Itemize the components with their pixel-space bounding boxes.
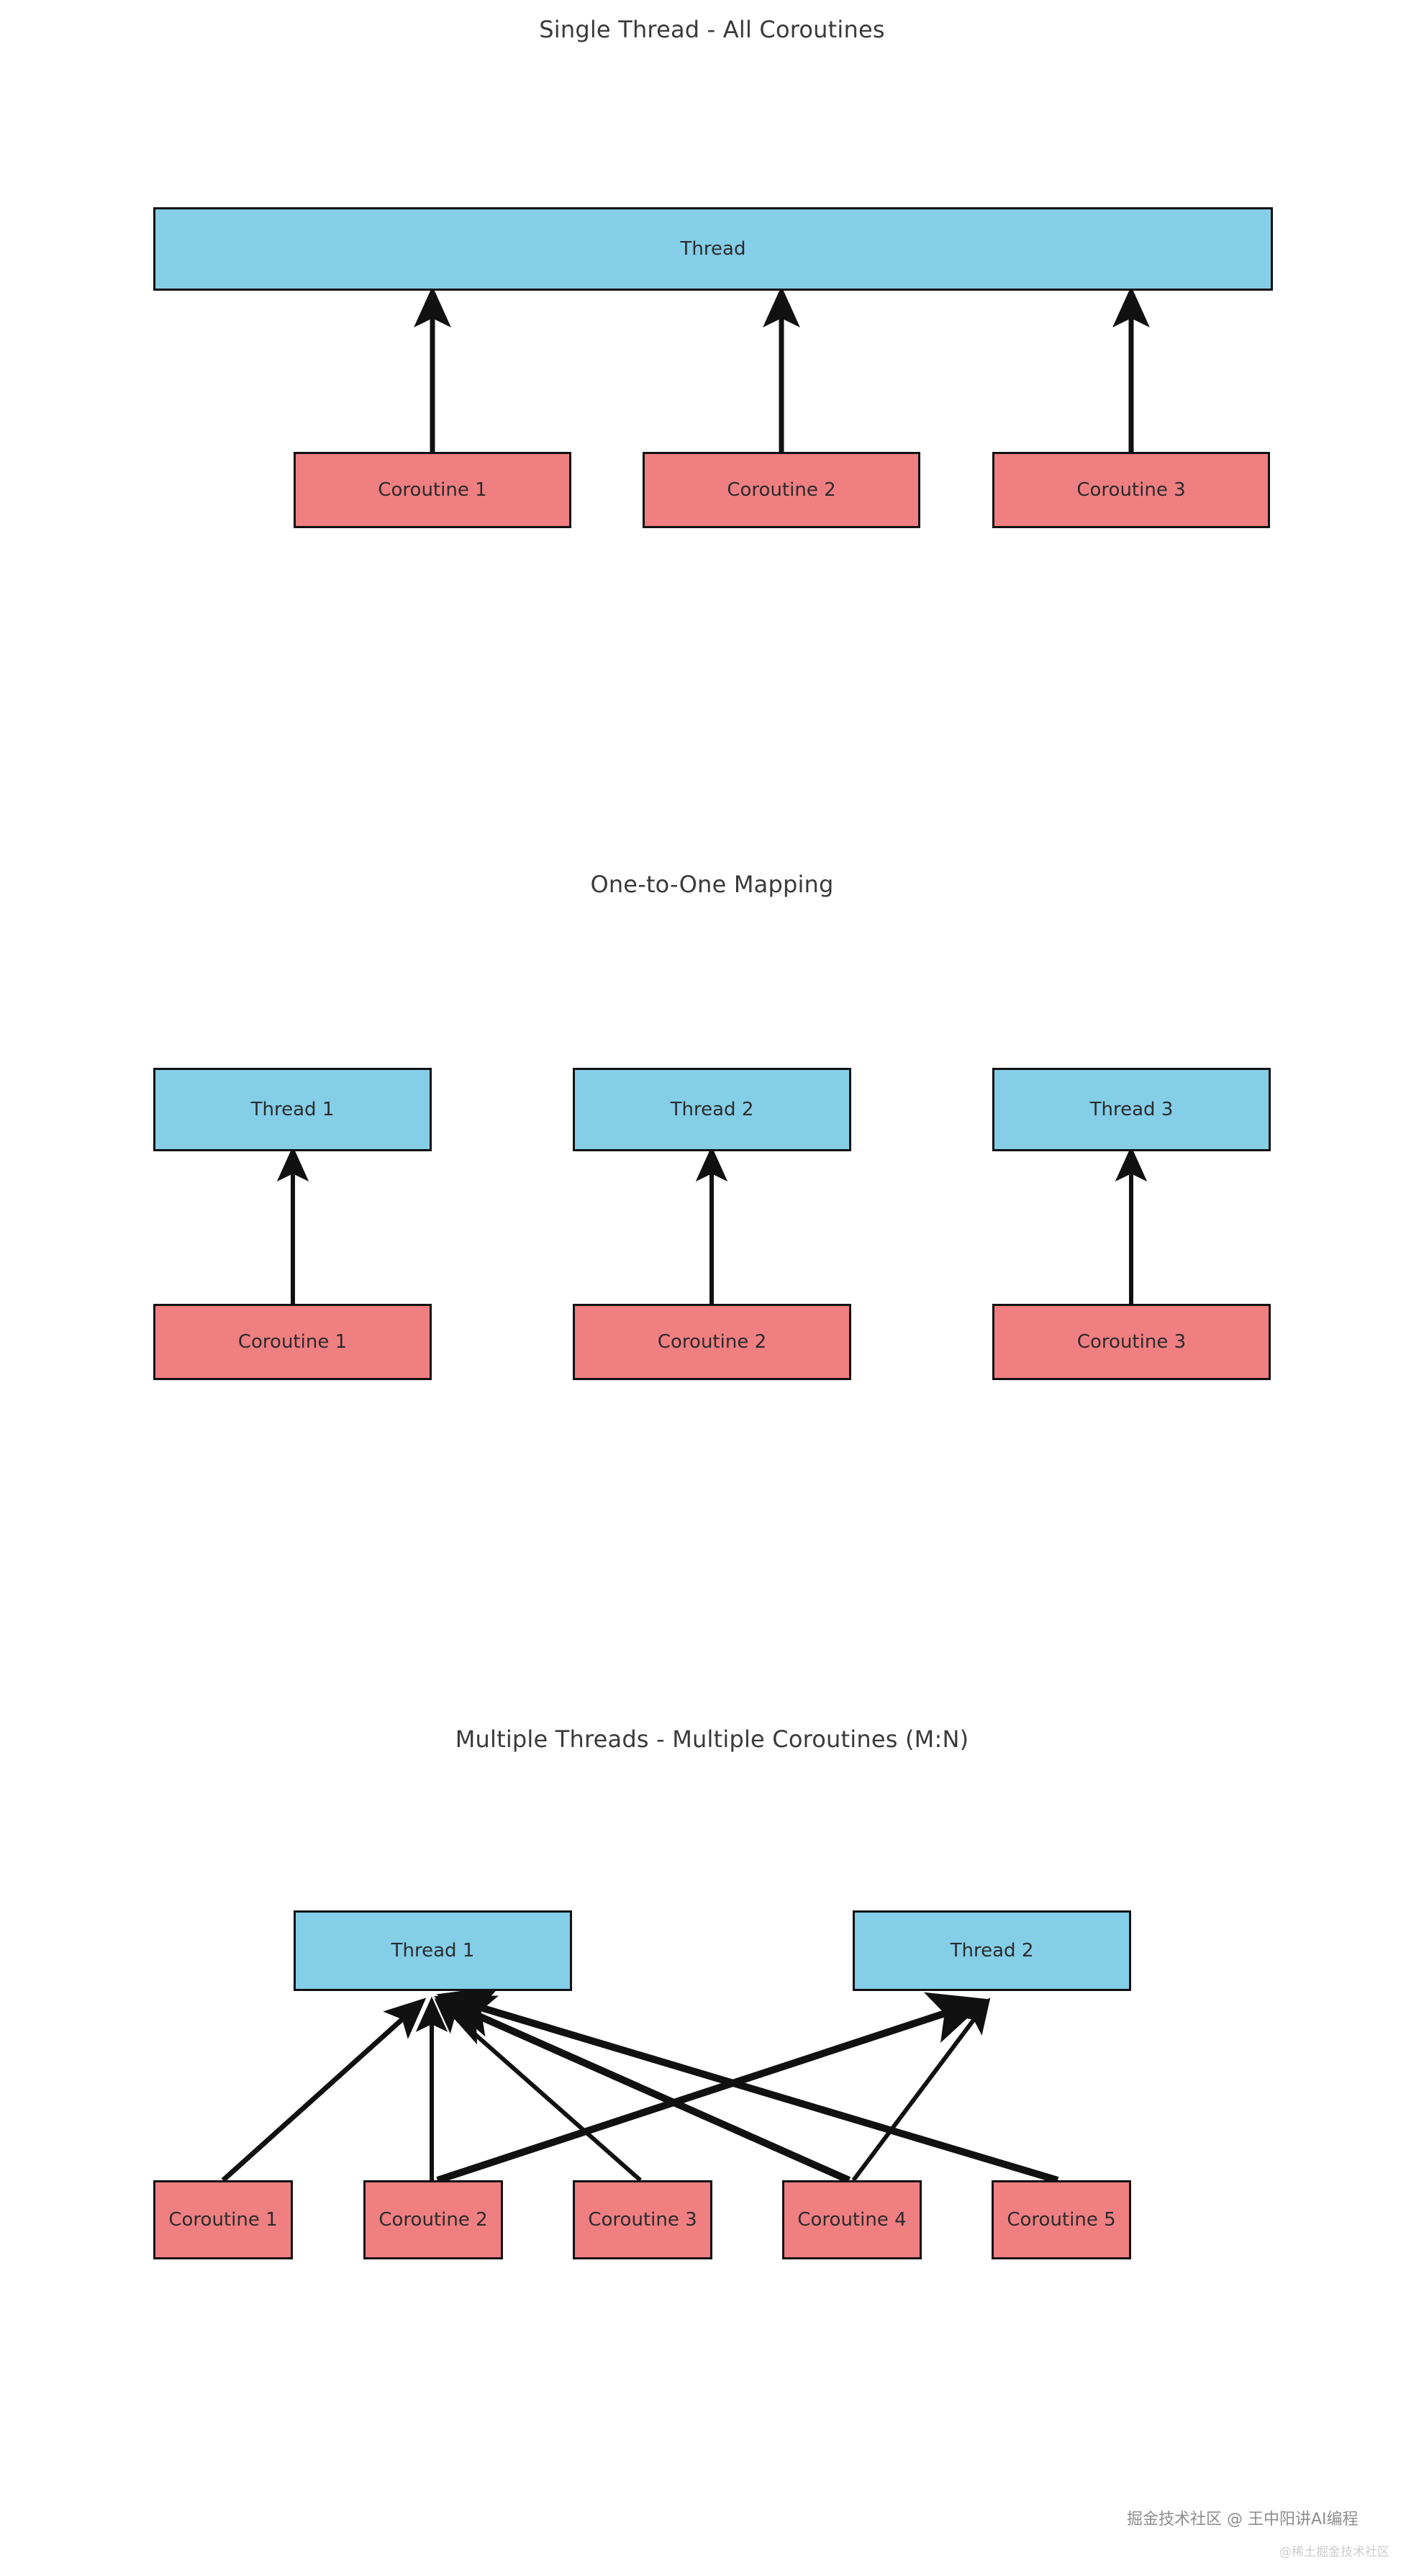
section-title-multiple-threads: Multiple Threads - Multiple Coroutines (… — [455, 1725, 969, 1753]
node-label: Thread 2 — [950, 1940, 1034, 1962]
node-label: Coroutine 4 — [797, 2209, 907, 2231]
node-coroutine-2-section2[interactable]: Coroutine 2 — [573, 1304, 851, 1380]
node-coroutine-5-section3[interactable]: Coroutine 5 — [992, 2180, 1131, 2259]
edge-mn-coroutine5-thread1 — [436, 1985, 1059, 2184]
section1-edges — [414, 286, 1150, 452]
node-label: Coroutine 5 — [1007, 2209, 1116, 2231]
edge-mn-coroutine3-thread1 — [434, 1998, 642, 2182]
section-title-single-thread: Single Thread - All Coroutines — [539, 16, 885, 43]
node-coroutine-3-section3[interactable]: Coroutine 3 — [573, 2180, 712, 2259]
watermark-secondary: @稀土掘金技术社区 — [1279, 2545, 1389, 2559]
node-coroutine-1-section1[interactable]: Coroutine 1 — [294, 452, 571, 528]
node-coroutine-1-section3[interactable]: Coroutine 1 — [153, 2180, 293, 2259]
node-label: Thread 3 — [1089, 1099, 1174, 1120]
node-label: Coroutine 3 — [1076, 479, 1186, 501]
section-title-one-to-one: One-to-One Mapping — [590, 871, 834, 898]
node-label: Coroutine 3 — [588, 2209, 697, 2231]
section2-edges — [276, 1146, 1148, 1304]
node-label: Thread — [680, 238, 746, 260]
node-coroutine-2-section3[interactable]: Coroutine 2 — [363, 2180, 503, 2259]
node-coroutine-4-section3[interactable]: Coroutine 4 — [782, 2180, 922, 2259]
node-thread-2-section3[interactable]: Thread 2 — [853, 1910, 1131, 1991]
node-label: Coroutine 1 — [378, 479, 487, 501]
node-thread-2-section2[interactable]: Thread 2 — [573, 1068, 851, 1151]
edge-mn-coroutine2-thread2 — [436, 1992, 989, 2184]
node-label: Coroutine 2 — [378, 2209, 488, 2231]
node-coroutine-3-section2[interactable]: Coroutine 3 — [992, 1304, 1271, 1380]
edge-mn-coroutine4-thread2 — [851, 1997, 991, 2182]
edge-mn-coroutine1-thread1 — [221, 1997, 427, 2182]
node-label: Coroutine 2 — [727, 479, 836, 501]
node-label: Coroutine 1 — [237, 1331, 348, 1353]
node-coroutine-1-section2[interactable]: Coroutine 1 — [153, 1304, 432, 1380]
edge-mn-coroutine4-thread1 — [434, 1995, 851, 2184]
node-thread-1-section2[interactable]: Thread 1 — [153, 1068, 432, 1151]
node-label: Coroutine 2 — [657, 1331, 767, 1353]
node-thread-single[interactable]: Thread — [153, 207, 1273, 291]
watermark-primary: 掘金技术社区 @ 王中阳讲AI编程 — [1127, 2511, 1359, 2529]
node-coroutine-2-section1[interactable]: Coroutine 2 — [643, 452, 920, 528]
node-label: Thread 1 — [391, 1940, 475, 1962]
node-thread-3-section2[interactable]: Thread 3 — [992, 1068, 1271, 1151]
node-label: Thread 2 — [670, 1099, 754, 1120]
node-label: Thread 1 — [250, 1099, 335, 1120]
node-label: Coroutine 3 — [1076, 1331, 1187, 1353]
node-label: Coroutine 1 — [168, 2209, 278, 2231]
node-thread-1-section3[interactable]: Thread 1 — [294, 1910, 572, 1991]
section3-edges — [221, 1985, 1059, 2184]
node-coroutine-3-section1[interactable]: Coroutine 3 — [992, 452, 1270, 528]
